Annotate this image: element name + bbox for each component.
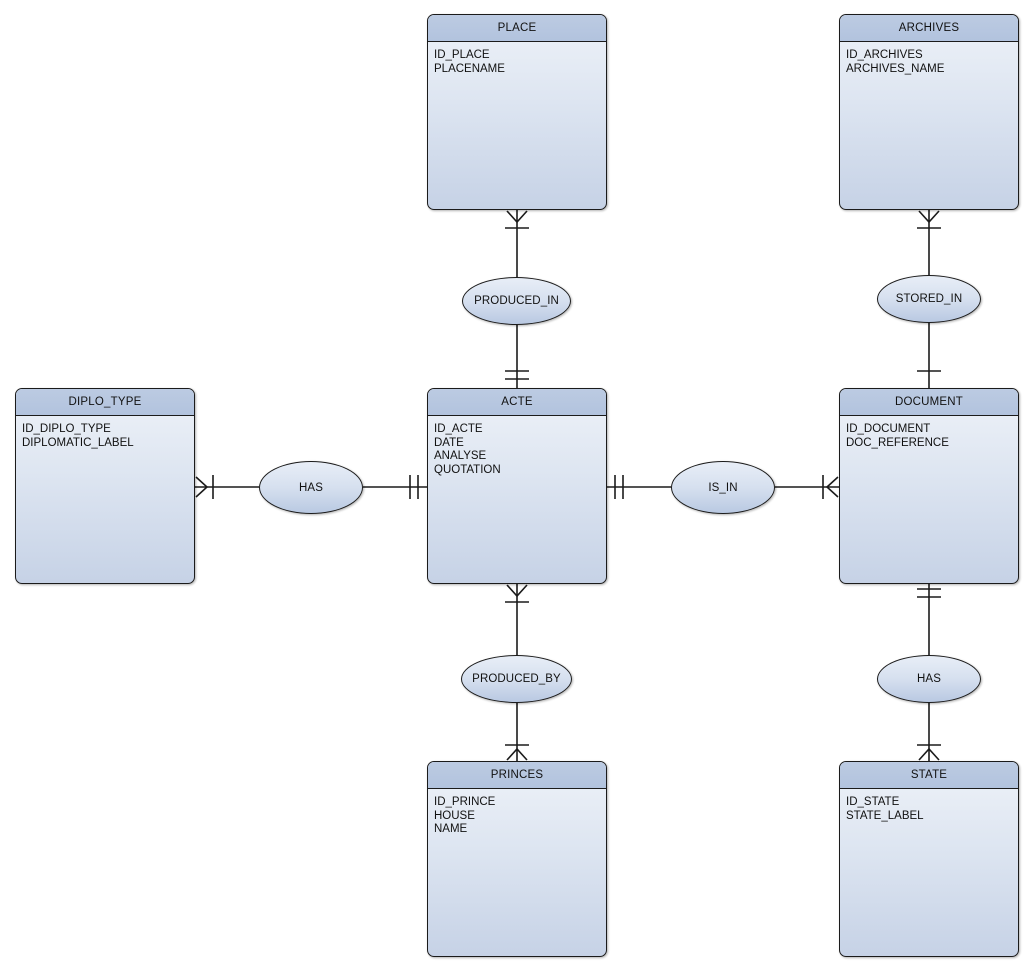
entity-title-acte: ACTE [428, 389, 606, 416]
entity-attributes-state: ID_STATE STATE_LABEL [840, 789, 1018, 823]
attribute: ID_ARCHIVES [846, 49, 923, 61]
connector-archives-storedin [917, 210, 941, 275]
relationship-label: HAS [299, 481, 323, 494]
connector-has-acte [363, 475, 427, 499]
entity-acte[interactable]: ACTE ID_ACTE DATE ANALYSE QUOTATION [427, 388, 607, 584]
relationship-has-state[interactable]: HAS [877, 655, 981, 703]
relationship-label: HAS [917, 673, 941, 685]
entity-document[interactable]: DOCUMENT ID_DOCUMENT DOC_REFERENCE [839, 388, 1019, 584]
attribute: ANALYSE [434, 450, 487, 463]
attribute: ID_ACTE [434, 423, 483, 435]
entity-place[interactable]: PLACE ID_PLACE PLACENAME [427, 14, 607, 210]
connector-producedin-acte [505, 325, 529, 388]
entity-attributes-archives: ID_ARCHIVES ARCHIVES_NAME [840, 42, 1018, 76]
attribute: ARCHIVES_NAME [846, 62, 945, 75]
attribute: HOUSE [434, 809, 475, 822]
attribute: ID_PRINCE [434, 796, 496, 808]
entity-title-state: STATE [840, 762, 1018, 789]
connector-acte-isin [607, 475, 671, 499]
connector-diplotype-has [195, 475, 259, 499]
entity-title-diplo-type: DIPLO_TYPE [16, 389, 194, 416]
attribute: NAME [434, 823, 468, 836]
attribute: DOC_REFERENCE [846, 436, 949, 449]
entity-princes[interactable]: PRINCES ID_PRINCE HOUSE NAME [427, 761, 607, 957]
attribute: STATE_LABEL [846, 809, 924, 822]
attribute: ID_STATE [846, 796, 900, 808]
attribute: DIPLOMATIC_LABEL [22, 436, 134, 449]
attribute: PLACENAME [434, 62, 505, 75]
connector-isin-document [775, 475, 839, 499]
relationship-label: IS_IN [708, 481, 738, 494]
relationship-stored-in[interactable]: STORED_IN [877, 275, 981, 323]
relationship-has-diplo[interactable]: HAS [259, 461, 363, 514]
relationship-is-in[interactable]: IS_IN [671, 461, 775, 514]
connector-document-has [917, 584, 941, 655]
connector-has-state [917, 703, 941, 761]
attribute: ID_DOCUMENT [846, 423, 931, 435]
connector-place-producedin [505, 210, 529, 277]
entity-title-princes: PRINCES [428, 762, 606, 789]
connector-producedby-princes [505, 703, 529, 761]
entity-archives[interactable]: ARCHIVES ID_ARCHIVES ARCHIVES_NAME [839, 14, 1019, 210]
entity-state[interactable]: STATE ID_STATE STATE_LABEL [839, 761, 1019, 957]
entity-attributes-place: ID_PLACE PLACENAME [428, 42, 606, 76]
attribute: QUOTATION [434, 463, 501, 476]
attribute: ID_PLACE [434, 49, 490, 61]
entity-attributes-acte: ID_ACTE DATE ANALYSE QUOTATION [428, 416, 606, 477]
attribute: DATE [434, 436, 464, 449]
relationship-label: STORED_IN [895, 293, 963, 305]
connector-storedin-document [917, 323, 941, 388]
entity-title-document: DOCUMENT [840, 389, 1018, 416]
entity-title-archives: ARCHIVES [840, 15, 1018, 42]
relationship-label: PRODUCED_IN [474, 295, 559, 307]
entity-attributes-document: ID_DOCUMENT DOC_REFERENCE [840, 416, 1018, 450]
relationship-label: PRODUCED_BY [472, 673, 561, 685]
relationship-produced-by[interactable]: PRODUCED_BY [461, 655, 572, 703]
entity-diplo-type[interactable]: DIPLO_TYPE ID_DIPLO_TYPE DIPLOMATIC_LABE… [15, 388, 195, 584]
entity-attributes-diplo-type: ID_DIPLO_TYPE DIPLOMATIC_LABEL [16, 416, 194, 450]
connector-acte-producedby [505, 584, 529, 655]
entity-title-place: PLACE [428, 15, 606, 42]
relationship-produced-in[interactable]: PRODUCED_IN [462, 277, 571, 325]
entity-attributes-princes: ID_PRINCE HOUSE NAME [428, 789, 606, 837]
attribute: ID_DIPLO_TYPE [22, 423, 111, 435]
